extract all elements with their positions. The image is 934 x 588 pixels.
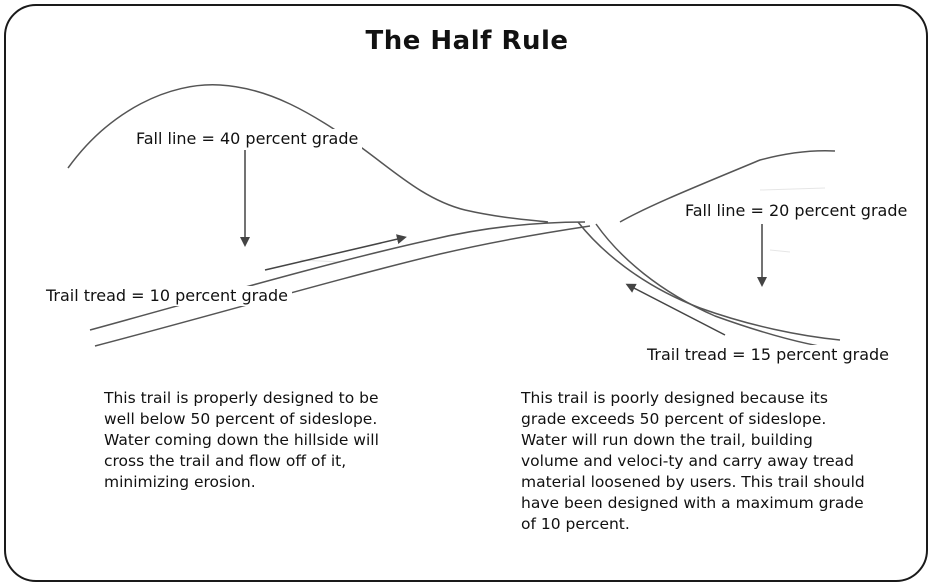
caption-left: This trail is properly designed to be we… bbox=[104, 389, 379, 491]
trail-left-label: Trail tread = 10 percent grade bbox=[42, 286, 293, 306]
diagram-frame bbox=[4, 4, 928, 582]
trail-left-lower-edge bbox=[94, 225, 591, 347]
trail-right-lower-edge bbox=[595, 223, 846, 351]
diagram-title: The Half Rule bbox=[365, 26, 569, 56]
caption-right: This trail is poorly designed because it… bbox=[521, 389, 865, 533]
contour-hatching bbox=[179, 187, 826, 303]
fall-line-right-label: Fall line = 20 percent grade bbox=[681, 201, 912, 221]
trail-right-label: Trail tread = 15 percent grade bbox=[643, 345, 894, 365]
trail-arrow-left bbox=[264, 234, 407, 271]
trail-left-upper-edge bbox=[89, 221, 586, 331]
trail-right-upper-edge bbox=[577, 221, 841, 341]
trail-arrow-right bbox=[625, 283, 726, 336]
fall-line-left-label: Fall line = 40 percent grade bbox=[132, 129, 363, 149]
